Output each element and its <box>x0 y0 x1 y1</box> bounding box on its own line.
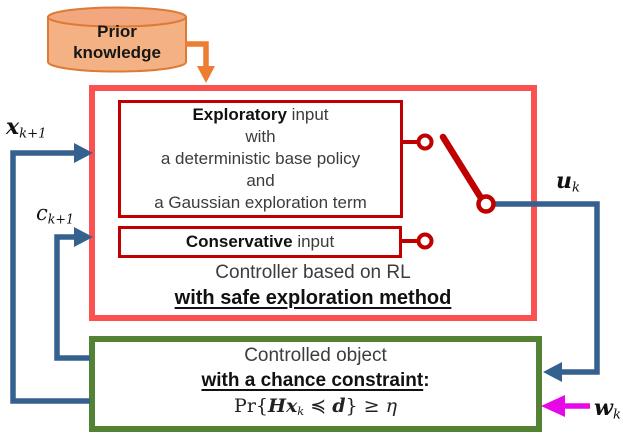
cost-subscript: k+1 <box>47 211 74 227</box>
formula-H: H <box>268 395 286 418</box>
controller-caption-line2-text: with safe exploration method <box>174 287 452 309</box>
exploratory-title-bold: Exploratory <box>192 105 287 124</box>
formula-x: x <box>285 395 298 418</box>
chance-constraint-formula: Pr{Hxk ≼ d} ≥ η <box>234 393 397 424</box>
control-base: u <box>556 168 572 194</box>
conservative-title-bold: Conservative <box>185 232 293 251</box>
exploratory-line5: a Gaussian exploration term <box>154 193 367 212</box>
control-signal-label: uk <box>556 168 580 196</box>
formula-geq: ≥ <box>357 395 386 418</box>
conservative-input-box: Conservative input <box>118 226 402 258</box>
exploratory-line4: and <box>246 171 275 190</box>
cost-feedback-arrow <box>54 227 93 361</box>
controlled-object-box: Controlled object with a chance constrai… <box>89 336 542 432</box>
formula-preceq: ≼ <box>304 395 333 418</box>
state-base: x <box>6 114 20 140</box>
disturbance-subscript: k <box>612 407 621 423</box>
disturbance-signal-label: wk <box>594 395 621 423</box>
formula-pr: Pr <box>234 395 256 418</box>
plant-title: Controlled object <box>244 345 387 367</box>
plant-constraint-text: with a chance constraint <box>201 370 424 392</box>
exploratory-line2: with <box>245 127 276 146</box>
prior-knowledge-arrow <box>185 41 215 83</box>
cost-base: c <box>36 201 48 225</box>
conservative-title: Conservative input <box>186 232 334 252</box>
exploratory-input-box: Exploratory input with a deterministic b… <box>118 100 403 218</box>
exploratory-title-rest: input <box>286 105 329 124</box>
state-signal-label: xk+1 <box>6 114 47 142</box>
state-feedback-arrow <box>10 143 93 404</box>
state-subscript: k+1 <box>19 126 47 142</box>
formula-eta: η <box>385 395 397 418</box>
prior-knowledge-label: Prior knowledge <box>48 21 186 63</box>
formula-open-brace: { <box>255 395 268 418</box>
disturbance-arrow <box>541 395 590 417</box>
conservative-title-rest: input <box>292 232 335 251</box>
exploratory-line3: a deterministic base policy <box>160 149 361 168</box>
controller-caption-line2: with safe exploration method <box>95 287 531 310</box>
prior-knowledge-line1: Prior <box>97 22 137 41</box>
formula-d: d <box>332 395 346 418</box>
formula-close-brace: } <box>345 395 358 418</box>
cost-signal-label: ck+1 <box>36 201 74 227</box>
formula-x-subscript: k <box>297 404 305 419</box>
plant-constraint-colon: : <box>423 370 430 392</box>
disturbance-base: w <box>594 395 613 421</box>
prior-knowledge-line2: knowledge <box>73 43 161 62</box>
controller-caption-line1: Controller based on RL <box>215 262 411 283</box>
control-subscript: k <box>572 180 580 196</box>
exploratory-title: Exploratory input <box>121 104 400 126</box>
plant-constraint-title: with a chance constraint: <box>201 368 429 393</box>
